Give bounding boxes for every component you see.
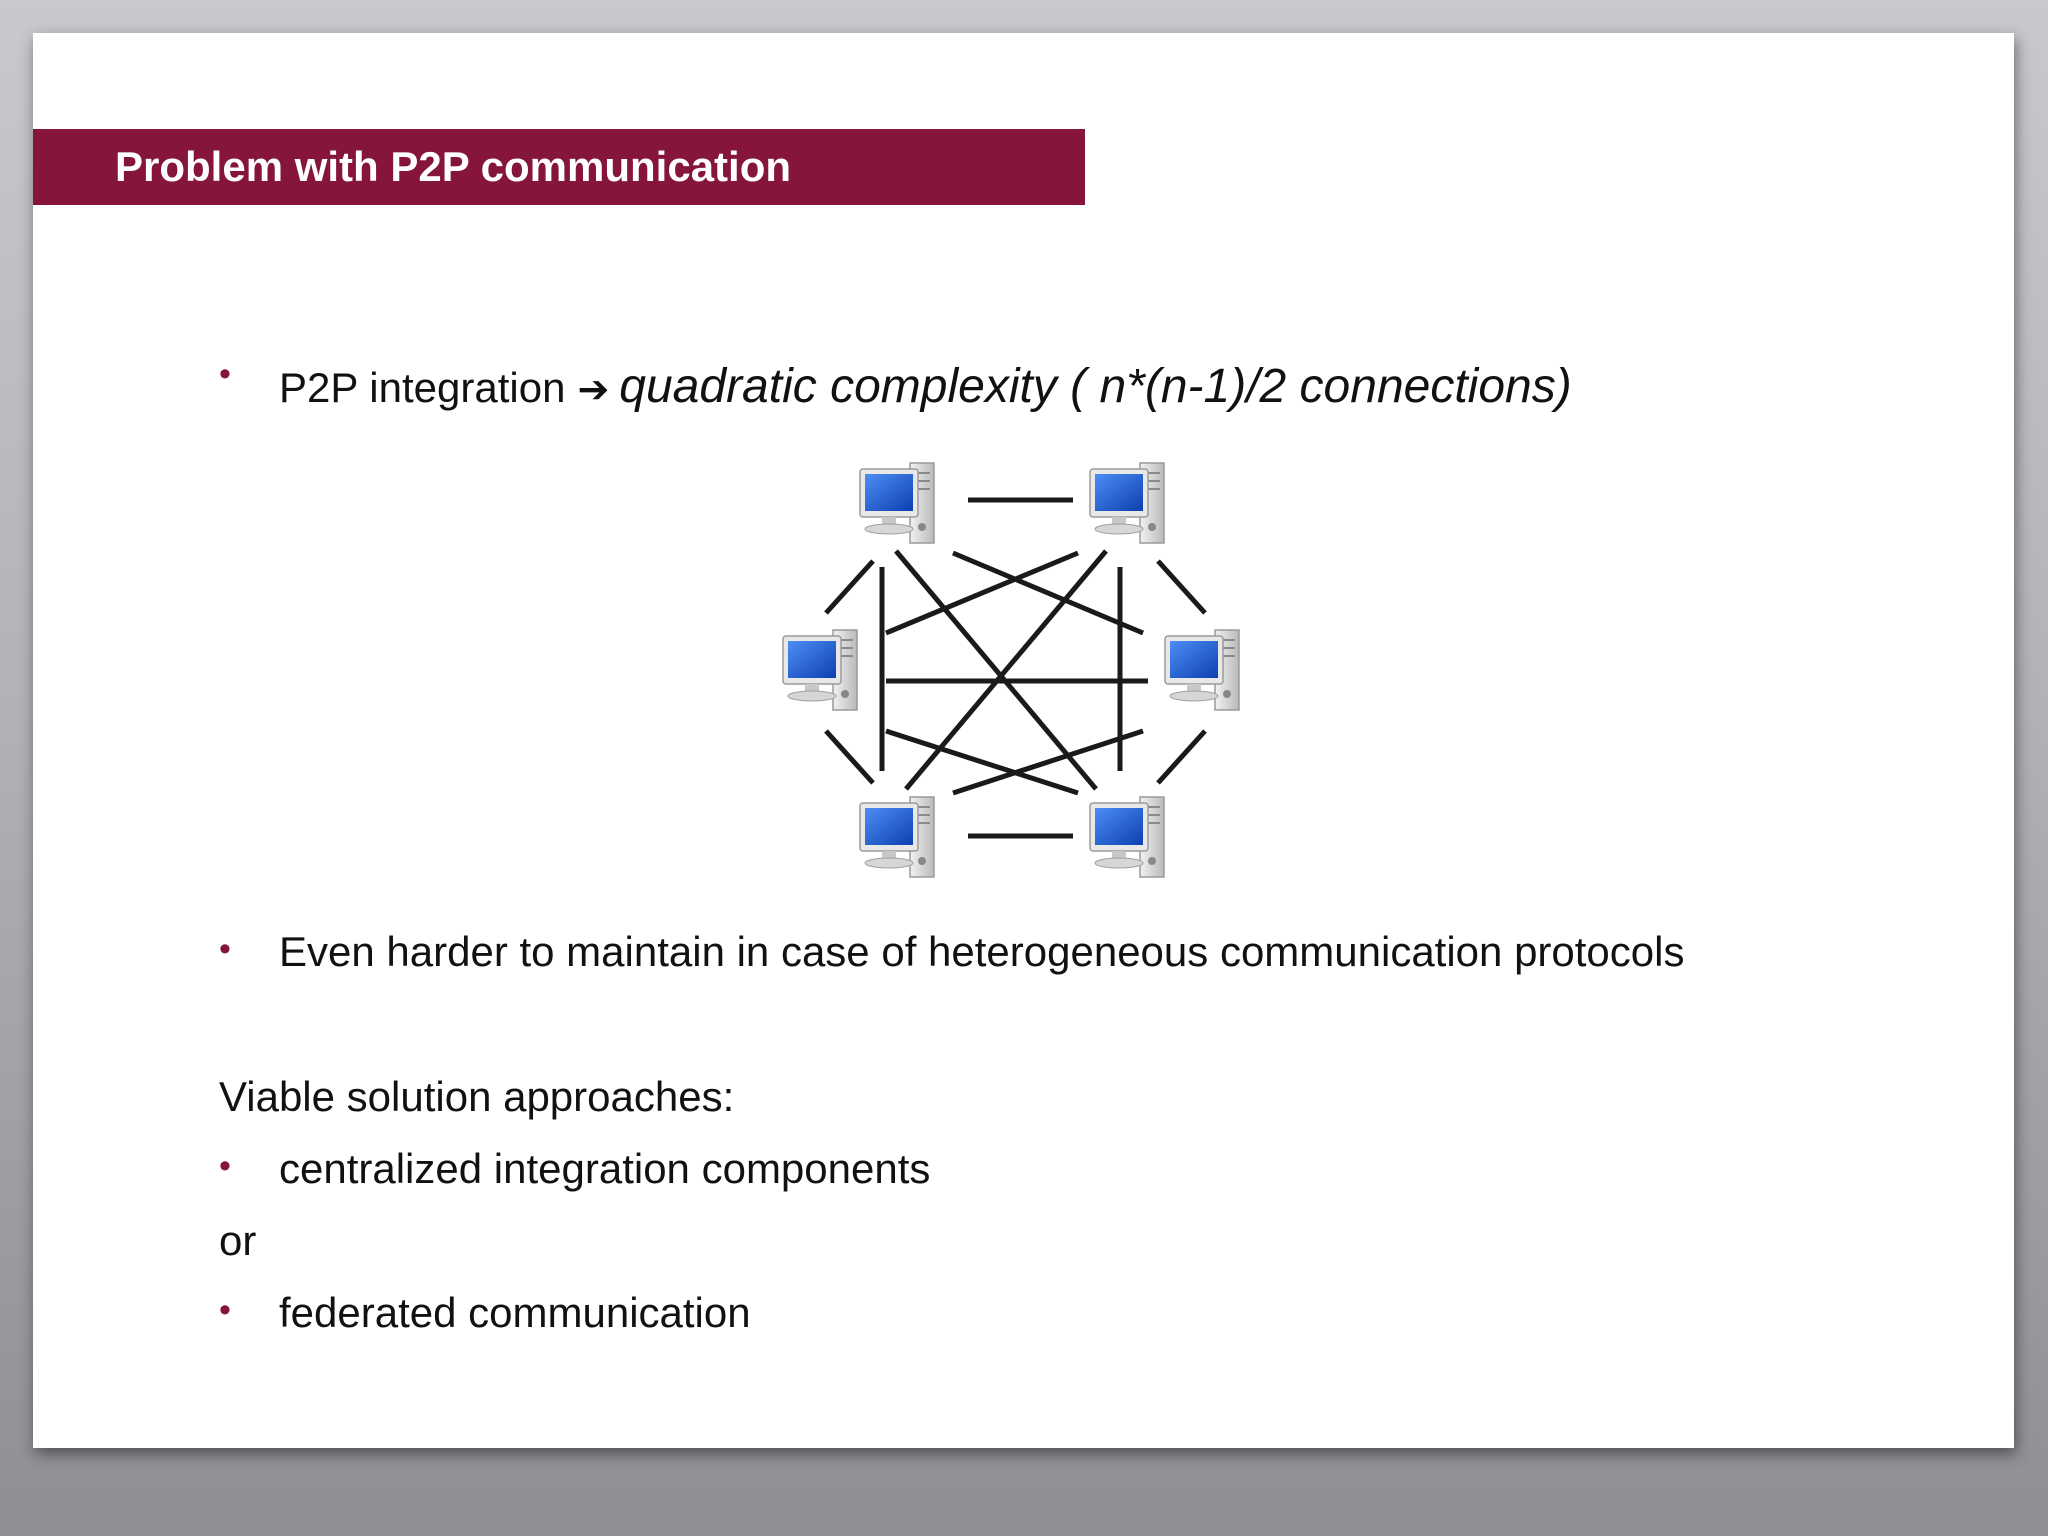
bullet-text: Even harder to maintain in case of heter… [279,928,1685,975]
bullet-icon: • [219,355,231,393]
computer-icon [1089,796,1165,878]
connection-lines [824,497,1207,839]
bullet-icon: • [219,1147,231,1185]
right-arrow-icon: ➔ [577,367,610,411]
computer-icon [859,462,935,544]
or-connector: or [219,1217,257,1264]
computer-icon [1164,629,1240,711]
solutions-heading: Viable solution approaches: [219,1073,735,1120]
bullet-icon: • [219,930,231,968]
computer-icon [782,629,858,711]
slide-title: Problem with P2P communication [115,143,792,190]
bullet-lead-text: P2P integration [279,364,566,411]
p2p-network-diagram [782,462,1240,878]
slide: Problem with P2P communication • P2P int… [33,33,2014,1448]
bullet-text: federated communication [279,1289,751,1336]
quadratic-complexity-text: quadratic complexity ( n*(n-1)/2 connect… [619,360,1572,413]
title-bar: Problem with P2P communication [33,129,1085,205]
bullet-icon: • [219,1291,231,1329]
computer-icon [1089,462,1165,544]
computer-icon [859,796,935,878]
bullet-text: P2P integration➔quadratic complexity ( n… [279,359,1572,414]
bullet-text: centralized integration components [279,1145,931,1192]
